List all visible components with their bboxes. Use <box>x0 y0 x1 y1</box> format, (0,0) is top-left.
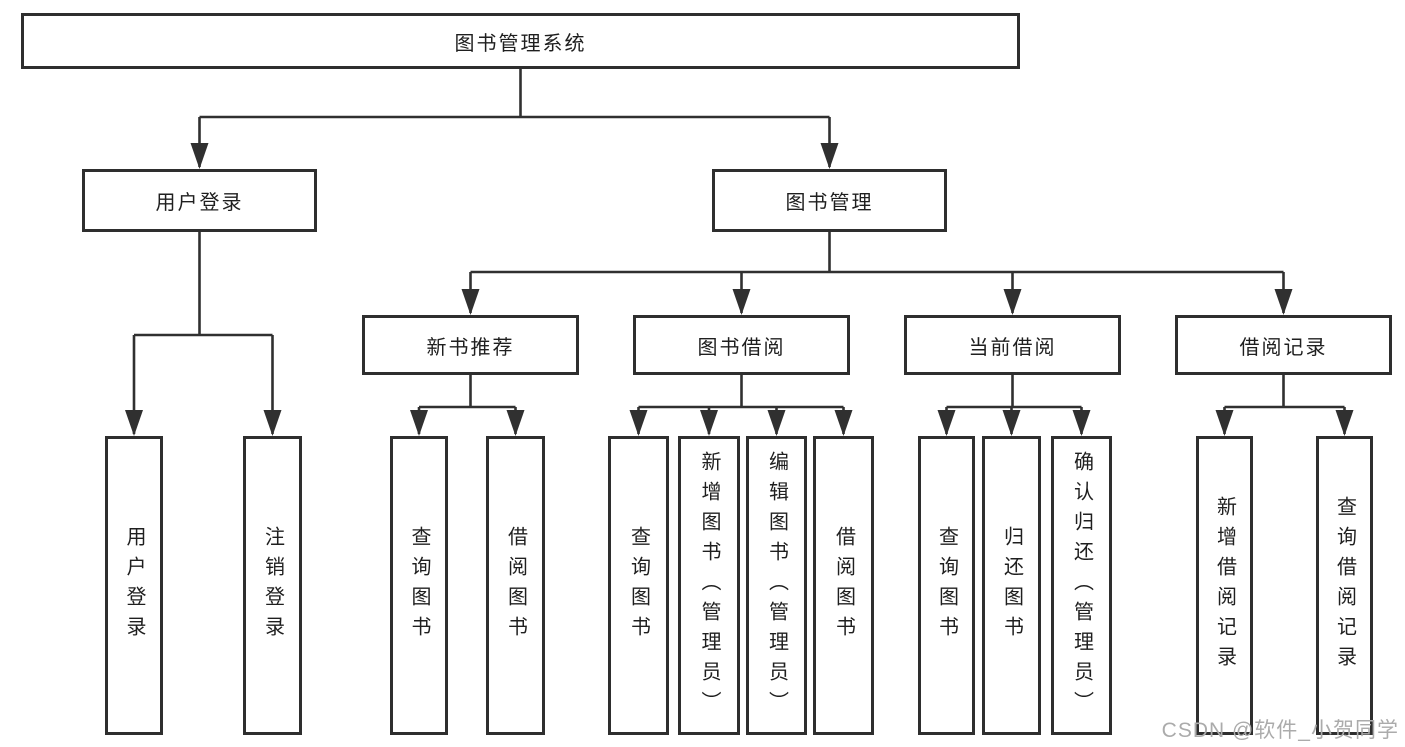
node-book-borrowing: 图书借阅 <box>633 315 850 375</box>
node-borrow-records: 借阅记录 <box>1175 315 1392 375</box>
node-label: 查询图书 <box>935 525 958 646</box>
node-label: 归还图书 <box>1000 525 1023 646</box>
node-root-system: 图书管理系统 <box>21 13 1020 69</box>
node-label: 编辑图书（管理员） <box>765 450 788 721</box>
node-label: 借阅图书 <box>832 525 855 646</box>
node-label: 新增借阅记录 <box>1213 495 1236 676</box>
leaf-add-borrow-record: 新增借阅记录 <box>1196 436 1253 735</box>
node-label: 借阅记录 <box>1239 336 1328 359</box>
node-label: 确认归还（管理员） <box>1070 450 1093 721</box>
node-label: 借阅图书 <box>504 525 527 646</box>
leaf-query-books-2: 查询图书 <box>608 436 669 735</box>
leaf-query-books-3: 查询图书 <box>918 436 975 735</box>
node-new-book-recommend: 新书推荐 <box>362 315 579 375</box>
node-label: 查询图书 <box>408 525 430 646</box>
node-label: 新书推荐 <box>426 336 515 359</box>
leaf-user-login: 用户登录 <box>105 436 163 735</box>
node-current-borrowing: 当前借阅 <box>904 315 1121 375</box>
leaf-borrow-books-1: 借阅图书 <box>486 436 545 735</box>
leaf-edit-books-admin: 编辑图书（管理员） <box>746 436 807 735</box>
node-label: 注销登录 <box>261 525 284 646</box>
leaf-borrow-books-2: 借阅图书 <box>813 436 874 735</box>
leaf-add-books-admin: 新增图书（管理员） <box>678 436 740 735</box>
node-user-login: 用户登录 <box>82 169 317 232</box>
leaf-return-books: 归还图书 <box>982 436 1041 735</box>
leaf-confirm-return-admin: 确认归还（管理员） <box>1051 436 1112 735</box>
node-book-management: 图书管理 <box>712 169 947 232</box>
node-label: 查询图书 <box>627 525 650 646</box>
node-label: 图书管理 <box>785 192 874 214</box>
leaf-logout: 注销登录 <box>243 436 302 735</box>
node-label: 新增图书（管理员） <box>698 450 720 721</box>
leaf-query-books-1: 查询图书 <box>390 436 448 735</box>
node-label: 用户登录 <box>123 525 145 646</box>
leaf-query-borrow-record: 查询借阅记录 <box>1316 436 1373 735</box>
node-label: 查询借阅记录 <box>1333 495 1356 676</box>
node-label: 用户登录 <box>155 192 244 214</box>
node-label: 当前借阅 <box>968 336 1057 359</box>
csdn-watermark: CSDN @软件_小贺同学 <box>1161 719 1399 742</box>
node-label: 图书管理系统 <box>454 32 587 55</box>
node-label: 图书借阅 <box>697 336 786 359</box>
